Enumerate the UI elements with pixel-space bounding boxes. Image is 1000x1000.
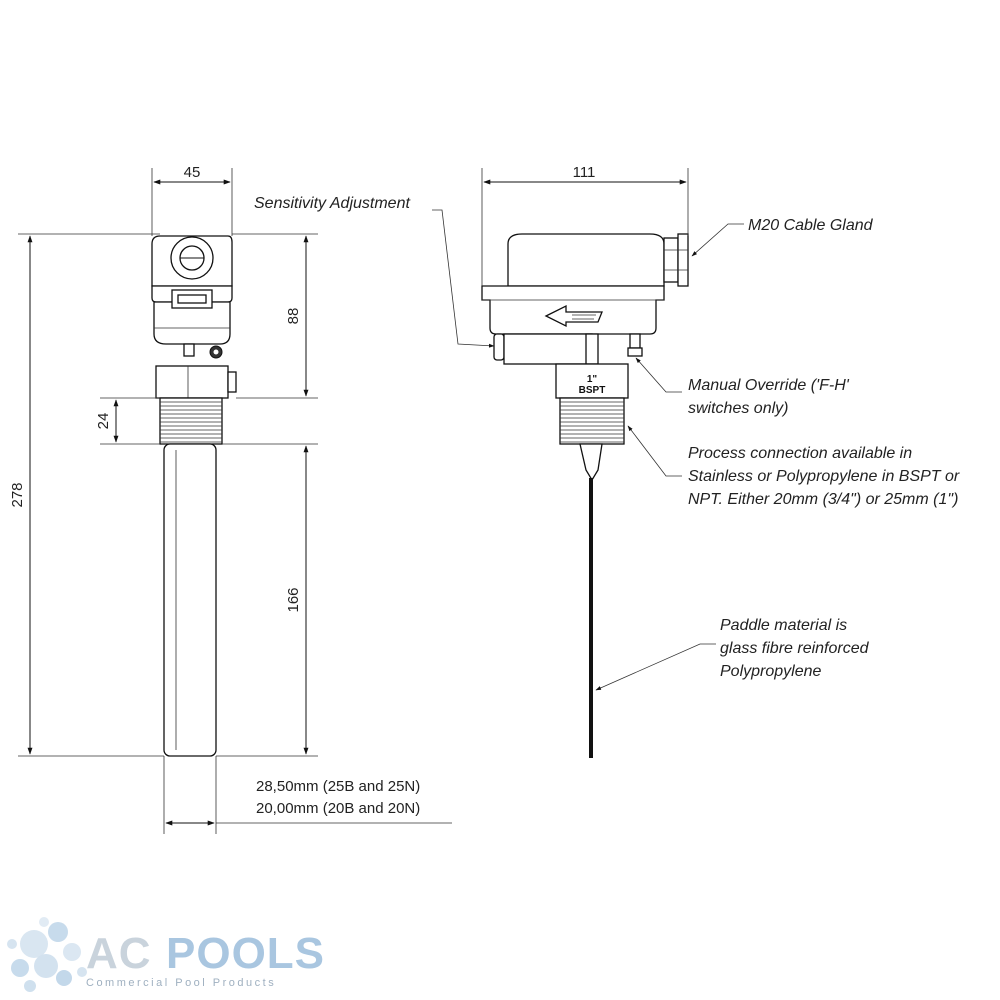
dim-width-side: 111	[573, 164, 596, 181]
fitting-thread-label: BSPT	[579, 385, 606, 396]
callout-sensitivity: Sensitivity Adjustment	[254, 195, 410, 212]
dim-diameter-25: 28,50mm (25B and 25N)	[256, 778, 420, 795]
dim-tube-height: 166	[285, 587, 302, 612]
front-view	[151, 235, 237, 757]
callout-process-1: Process connection available in	[688, 445, 912, 462]
side-thread	[559, 397, 625, 445]
logo-word-ac: AC	[86, 929, 152, 978]
callout-process-3: NPT. Either 20mm (3/4") or 25mm (1")	[688, 491, 958, 508]
callout-paddle-3: Polypropylene	[720, 663, 822, 680]
front-tube	[163, 443, 217, 757]
dim-width-front: 45	[184, 164, 201, 181]
dim-diameter-20: 20,00mm (20B and 20N)	[256, 800, 420, 817]
front-housing	[153, 301, 231, 345]
callout-paddle-2: glass fibre reinforced	[720, 640, 870, 657]
callout-cable-gland: M20 Cable Gland	[748, 217, 874, 234]
ac-pools-logo: AC POOLS Commercial Pool Products	[7, 917, 325, 992]
fitting-size-label: 1"	[587, 374, 598, 385]
sensitivity-knob	[493, 333, 505, 361]
paddle-root	[579, 443, 603, 482]
callout-paddle-1: Paddle material is	[720, 617, 847, 634]
dim-head-height: 88	[285, 308, 302, 325]
front-thread	[159, 397, 223, 445]
logo-tagline: Commercial Pool Products	[86, 977, 276, 989]
logo-word-pools: POOLS	[166, 929, 325, 978]
dimension-lines	[18, 168, 689, 834]
side-hex-fitting	[555, 363, 629, 399]
dim-thread-height: 24	[95, 413, 112, 430]
callout-override-2: switches only)	[688, 400, 788, 417]
front-hex-fitting	[155, 365, 229, 399]
manual-override-pin	[629, 333, 641, 349]
cable-gland	[663, 237, 679, 283]
flow-arrow-icon	[544, 304, 603, 328]
side-view: 1" BSPT	[481, 233, 689, 758]
side-lid	[507, 233, 665, 287]
dim-total-height: 278	[9, 482, 26, 507]
leader-lines	[432, 209, 744, 691]
callout-override-1: Manual Override ('F-H'	[688, 377, 850, 394]
side-housing	[481, 285, 665, 335]
bubbles-logo-icon	[7, 917, 87, 992]
callout-process-2: Stainless or Polypropylene in BSPT or	[688, 468, 960, 485]
